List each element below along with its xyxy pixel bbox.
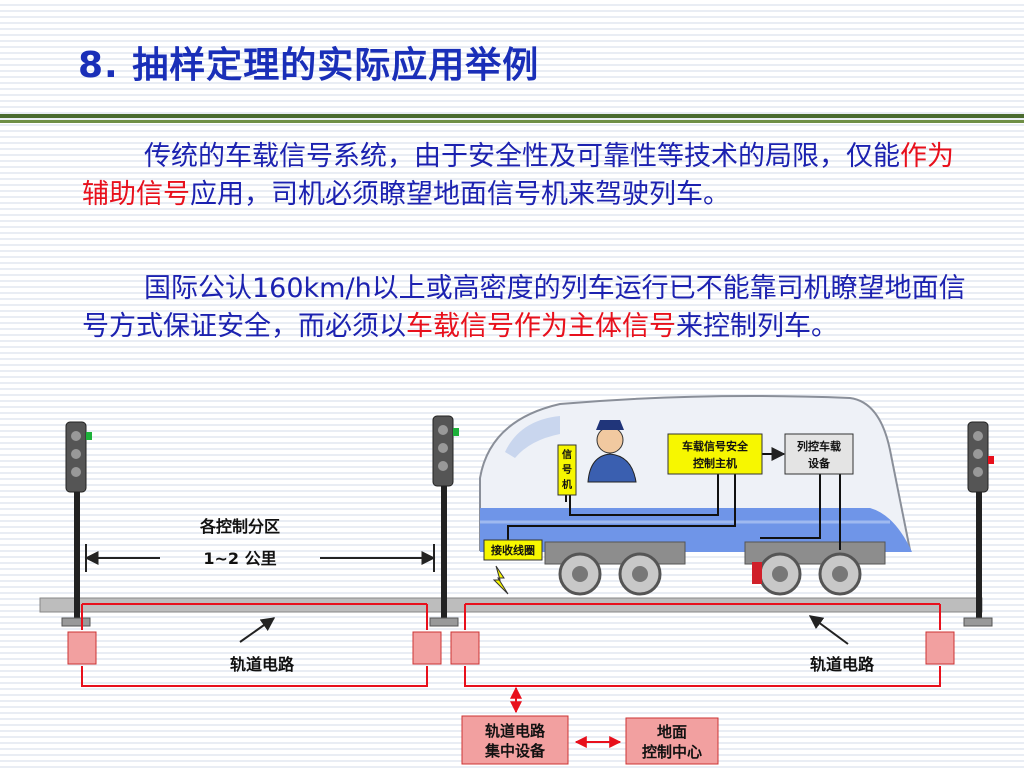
ground-center-line-1: 地面 xyxy=(657,723,687,741)
train-control-diagram: 信 号 机 车载信号安全 控制主机 列控车载 设备 接收线圈 xyxy=(39,395,994,765)
train xyxy=(479,395,912,596)
track-box-4 xyxy=(925,631,955,665)
track-box-3 xyxy=(450,631,480,665)
ground-center-box xyxy=(625,717,719,765)
receiver-coil-label: 接收线圈 xyxy=(491,543,535,557)
slide-title: 8. 抽样定理的实际应用举例 xyxy=(78,45,540,86)
signal-post-middle xyxy=(429,415,459,627)
paragraph-2-text-b: 来控制列车。 xyxy=(676,311,838,342)
paragraph-2-highlight: 车载信号作为主体信号 xyxy=(406,311,676,342)
signal-post-left xyxy=(61,421,92,627)
paragraph-2-text-a: 国际公认160km/h以上或高密度的列车运行已不能靠司机瞭望地面信号方式保证安全… xyxy=(82,273,966,342)
train-control-box xyxy=(784,433,854,475)
ground-center-line-2: 控制中心 xyxy=(642,743,702,761)
track-circuit-label-left: 轨道电路 xyxy=(230,655,295,674)
driver-icon xyxy=(587,420,637,483)
track-center-box xyxy=(461,715,569,765)
safety-host-line-2: 控制主机 xyxy=(693,456,737,470)
train-control-line-1: 列控车载 xyxy=(797,439,841,453)
paragraph-1-text-a: 传统的车载信号系统，由于安全性及可靠性等技术的局限，仅能 xyxy=(144,141,900,172)
track-box-2 xyxy=(412,631,442,665)
paragraph-1-text-b: 应用，司机必须瞭望地面信号机来驾驶列车。 xyxy=(190,179,730,210)
signal-post-right xyxy=(963,421,994,627)
distance-label: 1~2 公里 xyxy=(203,549,276,568)
signal-machine-label-3: 机 xyxy=(562,478,572,491)
train-control-line-2: 设备 xyxy=(808,456,831,470)
paragraph-1-highlight: 作为辅助信号 xyxy=(82,141,954,210)
title-divider xyxy=(0,114,1024,118)
section-label: 各控制分区 xyxy=(199,517,280,536)
lightning-icon xyxy=(492,565,509,595)
safety-host-box xyxy=(667,433,763,475)
track-center-line-2: 集中设备 xyxy=(484,742,546,760)
signal-machine-box xyxy=(557,444,577,496)
paragraph-1: 传统的车载信号系统，由于安全性及可靠性等技术的局限，仅能作为辅助信号应用，司机必… xyxy=(82,138,972,214)
receiver-coil-box xyxy=(483,539,543,561)
safety-host-line-1: 车载信号安全 xyxy=(682,439,749,453)
track-box-1 xyxy=(67,631,97,665)
track-center-line-1: 轨道电路 xyxy=(485,722,546,740)
paragraph-2: 国际公认160km/h以上或高密度的列车运行已不能靠司机瞭望地面信号方式保证安全… xyxy=(82,270,972,346)
title-divider-lower xyxy=(0,120,1024,123)
track-circuit-wiring xyxy=(81,603,941,748)
signal-machine-label-1: 信 xyxy=(562,448,572,461)
signal-machine-label-2: 号 xyxy=(562,464,572,476)
track-circuit-label-right: 轨道电路 xyxy=(810,655,875,674)
